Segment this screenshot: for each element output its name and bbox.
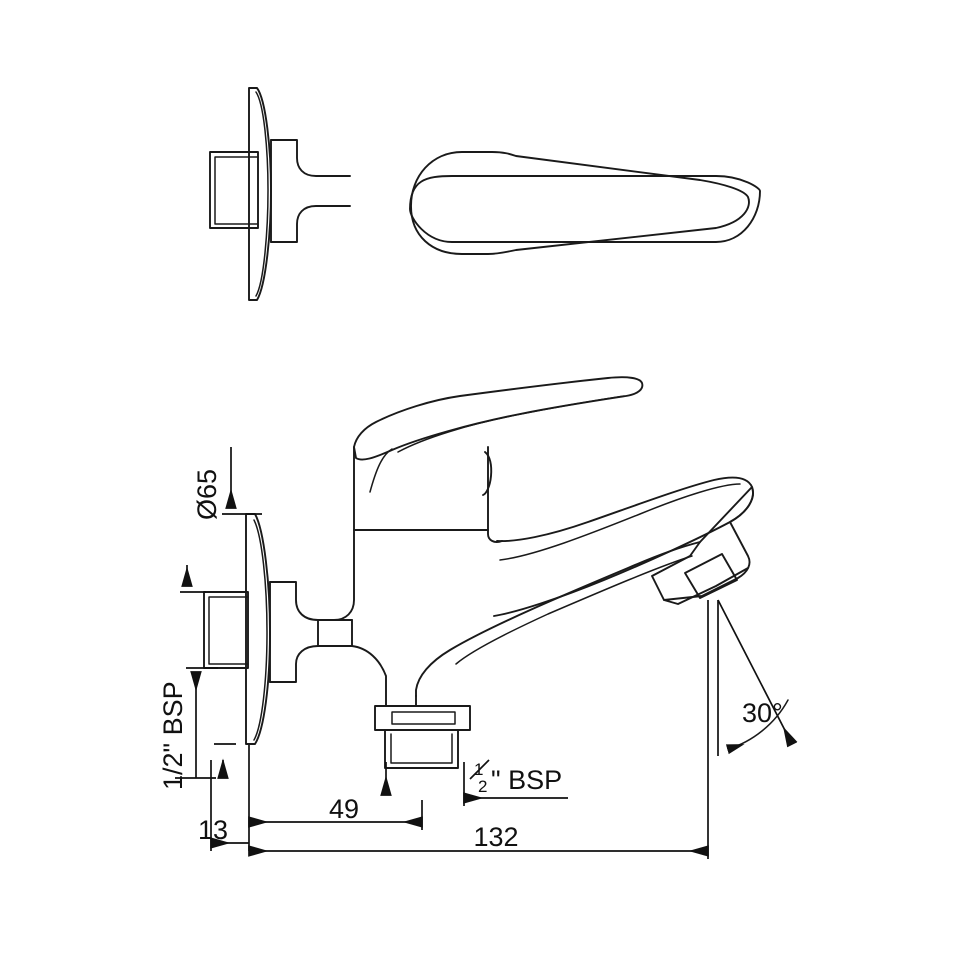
side-view-wall-flange	[245, 513, 271, 745]
label-diameter-65: Ø65	[192, 469, 222, 520]
side-view-cartridge-housing	[317, 446, 503, 621]
top-view-group	[209, 87, 761, 301]
label-dim-13: 13	[198, 815, 228, 845]
dim-inlet-pointer	[180, 565, 206, 593]
side-view-outlet-spigot	[317, 619, 471, 769]
label-dim-132: 132	[473, 822, 518, 852]
top-view-lever-handle	[409, 151, 761, 255]
side-view-aerator-outlet	[651, 486, 754, 605]
side-view-spout-arm	[493, 476, 754, 617]
top-view-wall-flange	[248, 87, 272, 301]
label-inlet-thread: 1/2" BSP	[158, 681, 188, 790]
dim-angle-30	[717, 599, 798, 756]
dim-132-group	[248, 600, 709, 859]
top-view-inlet-nipple	[209, 151, 259, 229]
side-view-lever-handle	[353, 376, 644, 496]
dim-outlet-thread-leader	[463, 762, 568, 806]
dim-13-group	[210, 743, 250, 851]
dimension-text-layer: Ø65 1/2" BSP 13 49 132 1 2 " BSP 30°	[158, 469, 783, 852]
dim-49-group	[248, 762, 423, 830]
dimension-annotations	[175, 447, 798, 859]
label-angle-30: 30°	[742, 698, 783, 728]
top-view-body-collar	[270, 139, 351, 243]
label-outlet-thread: 1 2 " BSP	[469, 759, 562, 796]
side-view-inlet-nipple	[203, 591, 249, 669]
dim-inlet-thread-line	[175, 667, 218, 779]
side-view-body-collar	[269, 581, 353, 683]
label-dim-49: 49	[329, 794, 359, 824]
side-elevation-group	[203, 376, 754, 769]
label-outlet-thread-denominator: 2	[478, 777, 487, 796]
label-outlet-thread-suffix: " BSP	[491, 765, 562, 795]
side-view-spout-lower-body	[415, 541, 701, 697]
dim-diameter-65	[222, 447, 262, 515]
